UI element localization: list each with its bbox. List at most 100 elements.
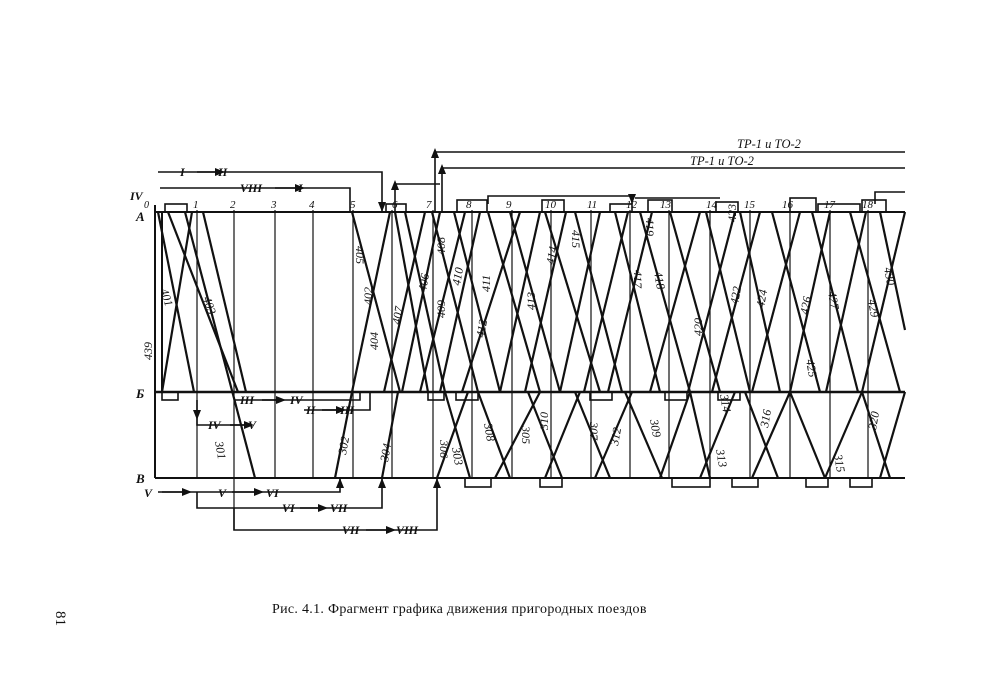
hour-label: 5 xyxy=(350,199,356,211)
train-number: 439 xyxy=(141,342,155,360)
turnover-top xyxy=(158,171,383,212)
train-number: 429 xyxy=(865,298,882,318)
train-number: 425 xyxy=(803,358,820,378)
train-number: 423 xyxy=(725,204,739,222)
turnover-label: VII xyxy=(342,523,361,537)
train-paths-upper xyxy=(156,211,907,479)
turnover-label: III xyxy=(239,393,255,407)
hour-label: 11 xyxy=(587,199,597,211)
turnover-label: III xyxy=(339,403,355,417)
turnover-label: II xyxy=(217,165,229,179)
train-number: 404 xyxy=(367,332,381,350)
turnover-label: V xyxy=(218,486,227,500)
train-number: 405 xyxy=(353,246,367,264)
train-number: 302 xyxy=(335,435,352,456)
train-number: 314 xyxy=(717,392,734,413)
train-number: 418 xyxy=(651,270,668,290)
station-label-a: А xyxy=(135,209,145,224)
turnover-bottom-arrows xyxy=(182,478,441,534)
train-number: 422 xyxy=(727,285,744,305)
train-number: 403 xyxy=(200,295,219,316)
hour-label: 14 xyxy=(706,199,718,211)
turnback-boxes-top xyxy=(164,197,887,213)
turnover-label: V xyxy=(248,418,257,432)
depot-label-1: ТР-1 и ТО-2 xyxy=(737,137,801,151)
train-number: 402 xyxy=(361,287,375,305)
train-number: 408 xyxy=(434,237,448,255)
hour-label: 16 xyxy=(782,199,794,211)
train-number: 406 xyxy=(415,272,432,292)
turnover-label: VIII xyxy=(396,523,419,537)
train-number: 304 xyxy=(377,442,394,463)
turnover-middle-arrows xyxy=(193,396,346,429)
hour-labels: 1 2 3 4 5 6 7 8 9 10 11 12 13 14 15 16 1… xyxy=(193,199,874,211)
train-number: 430 xyxy=(881,266,898,286)
train-number: 312 xyxy=(607,426,624,447)
train-number: 315 xyxy=(831,452,848,473)
train-number: 419 xyxy=(643,218,657,236)
page-number: 81 xyxy=(52,611,68,626)
train-number: 420 xyxy=(691,318,705,336)
train-number: 308 xyxy=(481,421,498,442)
train-number: 301 xyxy=(212,439,229,460)
train-numbers-lower: 301 302 303 304 305 306 307 308 309 310 … xyxy=(212,392,882,473)
train-number: 407 xyxy=(389,304,406,325)
train-number: 310 xyxy=(537,412,551,431)
train-numbers-upper: 401 403 405 402 404 406 407 408 409 410 … xyxy=(141,204,898,378)
train-number: 320 xyxy=(865,410,882,431)
turnover-label: I xyxy=(179,165,186,179)
hour-label: 18 xyxy=(862,199,874,211)
turnover-label: IV xyxy=(207,418,222,432)
train-number: 305 xyxy=(519,425,533,444)
train-number: 412 xyxy=(473,318,490,338)
turnover-label: VIII xyxy=(240,181,263,195)
station-label-b: Б xyxy=(135,386,144,401)
hour-label: 15 xyxy=(744,199,756,211)
hour-label: 10 xyxy=(545,199,557,211)
hour-label: 4 xyxy=(309,199,315,211)
train-number: 414 xyxy=(543,245,560,265)
hour-label: 9 xyxy=(506,199,512,211)
turnover-label: VI xyxy=(266,486,280,500)
train-number: 415 xyxy=(569,230,583,248)
hour-label: 3 xyxy=(270,199,277,211)
left-border xyxy=(154,205,163,478)
train-number: 309 xyxy=(647,417,664,438)
train-number: 410 xyxy=(449,266,466,286)
turnover-label: IV xyxy=(289,393,304,407)
train-number: 401 xyxy=(157,287,176,308)
hour-label: 13 xyxy=(660,199,672,211)
turnover-label-0: 0 xyxy=(144,200,149,211)
train-paths-lower xyxy=(333,391,907,479)
train-number: 427 xyxy=(825,290,842,311)
turnover-top-arrows xyxy=(215,168,386,212)
train-number: 306 xyxy=(437,439,451,458)
depot-arrowheads xyxy=(391,148,636,204)
figure-caption: Рис. 4.1. Фрагмент графика движения приг… xyxy=(272,602,647,617)
station-label-v: В xyxy=(135,471,145,486)
train-number: 417 xyxy=(631,270,645,289)
turnover-label: VI xyxy=(282,501,296,515)
turnover-label: I xyxy=(297,181,304,195)
hour-label: 1 xyxy=(193,199,199,211)
hour-label: 2 xyxy=(230,199,236,211)
train-number: 409 xyxy=(434,300,448,318)
hour-label: 17 xyxy=(824,199,836,211)
train-number: 424 xyxy=(753,288,770,308)
hour-label: 8 xyxy=(466,199,472,211)
train-number: 413 xyxy=(524,292,538,310)
train-number: 307 xyxy=(587,421,601,441)
train-number: 313 xyxy=(713,447,730,468)
turnover-label: V xyxy=(144,486,153,500)
hour-label: 7 xyxy=(426,199,432,211)
turnover-label-iv: IV xyxy=(129,189,144,203)
turnover-label: II xyxy=(305,403,317,417)
turnover-label: VII xyxy=(330,501,349,515)
train-number: 303 xyxy=(449,445,466,466)
train-number: 411 xyxy=(479,275,493,292)
train-number: 316 xyxy=(757,408,774,429)
depot-label-2: ТР-1 и ТО-2 xyxy=(690,154,754,168)
train-number: 426 xyxy=(797,295,814,315)
turnback-boxes-bottom xyxy=(161,391,873,488)
